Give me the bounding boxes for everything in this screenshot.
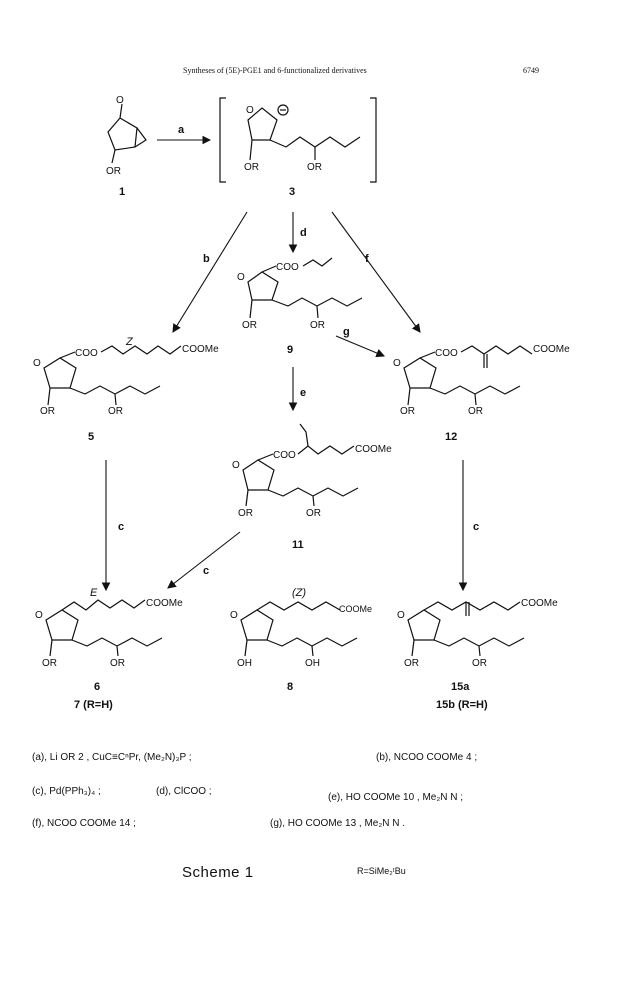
- page-number: 6749: [523, 66, 539, 75]
- or-label: OR: [400, 406, 415, 417]
- reagent-e: (e), HO COOMe 10 , Me₂N N ;: [328, 792, 464, 803]
- arrow-label-g: g: [343, 326, 350, 338]
- svg-text:O: O: [393, 358, 401, 369]
- coome-label: COOMe: [521, 598, 558, 609]
- or-label: OR: [242, 320, 257, 331]
- compound-label-6: 6: [94, 681, 100, 693]
- coo-label: COO: [276, 262, 299, 273]
- or-label: OR: [404, 658, 419, 669]
- or-label: OR: [472, 658, 487, 669]
- coome-label: COOMe: [146, 598, 183, 609]
- arrow-f: [331, 211, 421, 333]
- or-label: OR: [108, 406, 123, 417]
- arrow-label-c: c: [473, 521, 479, 533]
- arrow-b: [172, 211, 248, 333]
- reagent-g: (g), HO COOMe 13 , Me₂N N .: [270, 818, 406, 829]
- svg-text:O: O: [230, 610, 238, 621]
- stereo-e-label: E: [90, 587, 98, 599]
- arrow-label-e: e: [300, 387, 306, 399]
- structure-12: O COO COOMe OR OR 12: [393, 344, 570, 443]
- or-label: OR: [42, 658, 57, 669]
- or-label: OR: [310, 320, 325, 331]
- arrow-g: [335, 335, 386, 358]
- reagent-c: (c), Pd(PPh₃)₄ ;: [32, 786, 101, 797]
- arrow-label-f: f: [365, 253, 369, 265]
- svg-text:O: O: [232, 460, 240, 471]
- coome-label: COOMe: [182, 344, 219, 355]
- arrow-label-b: b: [203, 253, 210, 265]
- svg-text:O: O: [397, 610, 405, 621]
- oh-label: OH: [305, 658, 320, 669]
- coo-label: COO: [75, 348, 98, 359]
- coo-label: COO: [435, 348, 458, 359]
- coome-label: COOMe: [355, 444, 392, 455]
- coo-label: COO: [273, 450, 296, 461]
- compound-label-8: 8: [287, 681, 293, 693]
- structure-5: O COO Z COOMe OR OR 5: [33, 336, 219, 443]
- reagent-f: (f), NCOO COOMe 14 ;: [32, 818, 136, 829]
- structure-1: O OR 1: [106, 95, 147, 198]
- arrow-label-c: c: [118, 521, 124, 533]
- oh-label: OH: [237, 658, 252, 669]
- compound-label-15b: 15b (R=H): [436, 699, 488, 711]
- r-group-definition: R=SiMe₂ᵗBu: [357, 866, 406, 876]
- structure-11: O COO COOMe OR OR 11: [232, 423, 392, 551]
- coome-label: COOMe: [533, 344, 570, 355]
- stereo-z8-label: (Z): [292, 587, 306, 599]
- svg-text:O: O: [33, 358, 41, 369]
- compound-label-15a: 15a: [451, 681, 470, 693]
- reagent-b: (b), NCOO COOMe 4 ;: [376, 752, 478, 763]
- compound-label-5: 5: [88, 431, 94, 443]
- compound-label-11: 11: [292, 539, 304, 551]
- or-label: OR: [238, 508, 253, 519]
- arrow-label-c: c: [203, 565, 209, 577]
- svg-text:O: O: [116, 95, 124, 106]
- stereo-z-label: Z: [125, 336, 134, 348]
- reagent-a: (a), Li OR 2 , CuC≡CⁿPr, (Me₂N)₃P ;: [32, 752, 192, 763]
- reagent-d: (d), ClCOO ;: [156, 786, 212, 797]
- arrow-c-middle: [167, 531, 241, 589]
- structure-6: O E COOMe OR OR 6 7 (R=H): [35, 587, 183, 711]
- structure-9: O COO OR OR 9: [237, 257, 363, 356]
- structure-15a: O COOMe OR OR 15a 15b (R=H): [397, 598, 558, 711]
- svg-text:O: O: [35, 610, 43, 621]
- scheme-caption: Scheme 1: [182, 864, 254, 881]
- svg-text:O: O: [237, 272, 245, 283]
- compound-label-12: 12: [445, 431, 457, 443]
- or-label: OR: [306, 508, 321, 519]
- arrow-label-a: a: [178, 124, 185, 136]
- compound-label-9: 9: [287, 344, 293, 356]
- or-label: OR: [307, 162, 322, 173]
- or-label: OR: [468, 406, 483, 417]
- or-label: OR: [40, 406, 55, 417]
- arrow-label-d: d: [300, 227, 307, 239]
- compound-label-3: 3: [289, 186, 295, 198]
- structure-8: O (Z) COOMe OH OH 8: [230, 587, 372, 693]
- svg-text:O: O: [246, 105, 254, 116]
- running-header-title: Syntheses of (5E)-PGE1 and 6-functionali…: [183, 66, 367, 75]
- or-label: OR: [106, 166, 121, 177]
- structure-3: O OR OR 3: [219, 97, 377, 198]
- or-label: OR: [244, 162, 259, 173]
- compound-label-1: 1: [119, 186, 125, 198]
- or-label: OR: [110, 658, 125, 669]
- coome-label: COOMe: [339, 604, 372, 614]
- compound-label-7: 7 (R=H): [74, 699, 113, 711]
